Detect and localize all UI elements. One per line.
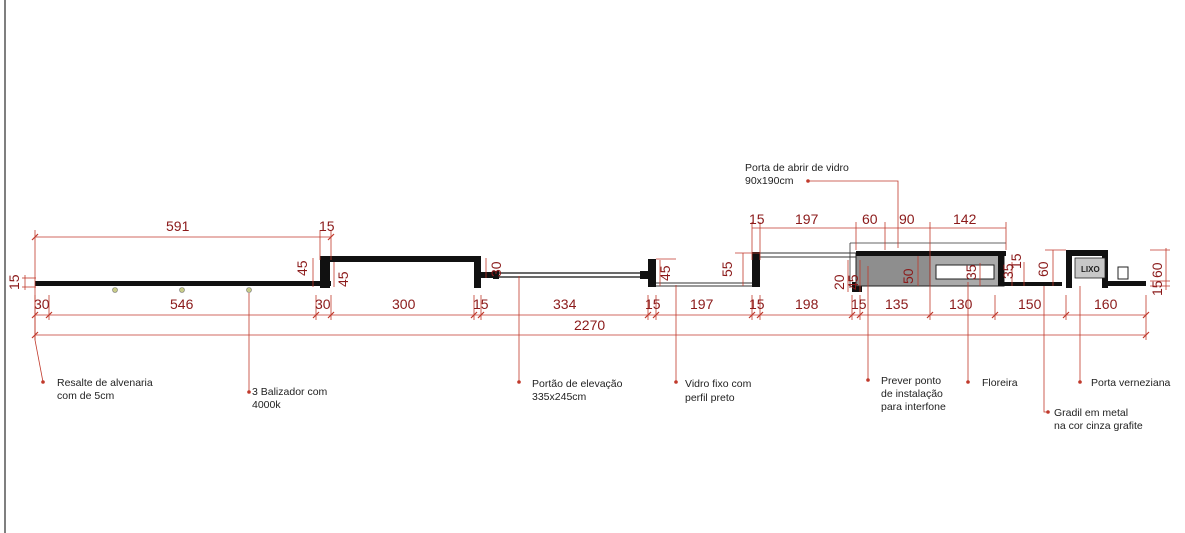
dim-334: 334 (553, 296, 577, 312)
dim-45-vertical-c: 45 (657, 265, 673, 281)
dim-45-vertical-b: 45 (335, 271, 351, 287)
dim-15-bottom-c: 15 (749, 296, 765, 312)
annotations: Porta de abrir de vidro 90x190cm Resalte… (57, 162, 1171, 432)
dim-15-vertical-right: 15 (1149, 280, 1165, 296)
dim-300: 300 (392, 296, 416, 312)
dim-55-vertical: 55 (719, 261, 735, 277)
balizador-label: 3 Balizador com (252, 386, 328, 398)
porta-verneziana-label: Porta verneziana (1091, 377, 1171, 389)
dim-15-bottom-b: 15 (645, 296, 661, 312)
dim-15-top-left: 15 (319, 218, 335, 234)
balizador-label-2: 4000k (252, 399, 281, 411)
gradil-label-2: na cor cinza grafite (1054, 420, 1143, 432)
annotation-leaders (34, 180, 1081, 413)
dim-15-bottom-a: 15 (473, 296, 489, 312)
dim-60-vertical-a: 60 (1035, 261, 1051, 277)
dim-130: 130 (949, 296, 973, 312)
interfone-label-2: de instalação (881, 388, 943, 400)
dim-591: 591 (166, 218, 190, 234)
resalte-label: Resalte de alvenaria (57, 377, 153, 389)
dim-35-vertical-b: 35 (1000, 263, 1016, 279)
bottom-dimensions: 30 546 30 300 15 334 15 197 15 198 15 13… (34, 296, 1118, 333)
dim-60-vertical-right: 60 (1149, 262, 1165, 278)
lixo-label: LIXO (1081, 265, 1100, 274)
dim-45-vertical-d: 45 (845, 274, 861, 290)
dim-15-bottom-d: 15 (851, 296, 867, 312)
vidro-fixo-label-2: perfil preto (685, 392, 735, 404)
porta-vidro-size: 90x190cm (745, 175, 794, 187)
interfone-label-3: para interfone (881, 401, 946, 413)
dim-546: 546 (170, 296, 194, 312)
top-dimensions: 591 15 45 45 30 45 55 15 197 60 90 142 2… (6, 211, 1165, 296)
resalte-label-2: com de 5cm (57, 390, 114, 402)
vidro-fixo-label: Vidro fixo com (685, 378, 752, 390)
dim-15-vertical: 15 (1008, 253, 1024, 269)
dim-135: 135 (885, 296, 909, 312)
balizador-light (179, 287, 185, 293)
dim-2270-total: 2270 (574, 317, 605, 333)
balizador-markers (112, 287, 252, 293)
floreira-label: Floreira (982, 377, 1018, 389)
dim-160: 160 (1094, 296, 1118, 312)
gradil-label: Gradil em metal (1054, 407, 1128, 419)
dim-150: 150 (1018, 296, 1042, 312)
dimension-lines (22, 222, 1170, 340)
leader-dots (41, 179, 1082, 414)
dim-30-bottom-a: 30 (34, 296, 50, 312)
dim-15-top: 15 (749, 211, 765, 227)
porta-vidro-label: Porta de abrir de vidro (745, 162, 849, 174)
dim-197-bottom: 197 (690, 296, 714, 312)
balizador-light (112, 287, 118, 293)
dim-30-bottom-b: 30 (315, 296, 331, 312)
dim-15-left: 15 (6, 274, 22, 290)
dimension-ticks (31, 233, 1150, 339)
dim-30-vertical: 30 (488, 261, 504, 277)
dim-60-top: 60 (862, 211, 878, 227)
interfone-label: Prever ponto (881, 375, 941, 387)
dim-142-top: 142 (953, 211, 977, 227)
portao-label: Portão de elevação (532, 378, 623, 390)
portao-label-2: 335x245cm (532, 391, 587, 403)
dim-50-vertical: 50 (900, 268, 916, 284)
dim-20-vertical: 20 (831, 274, 847, 290)
balizador-light (246, 287, 252, 293)
dim-45-vertical-a: 45 (294, 260, 310, 276)
dim-197-top: 197 (795, 211, 819, 227)
walls (35, 242, 1146, 292)
dim-35-vertical-a: 35 (963, 264, 979, 280)
dim-90-top: 90 (899, 211, 915, 227)
dim-198: 198 (795, 296, 819, 312)
